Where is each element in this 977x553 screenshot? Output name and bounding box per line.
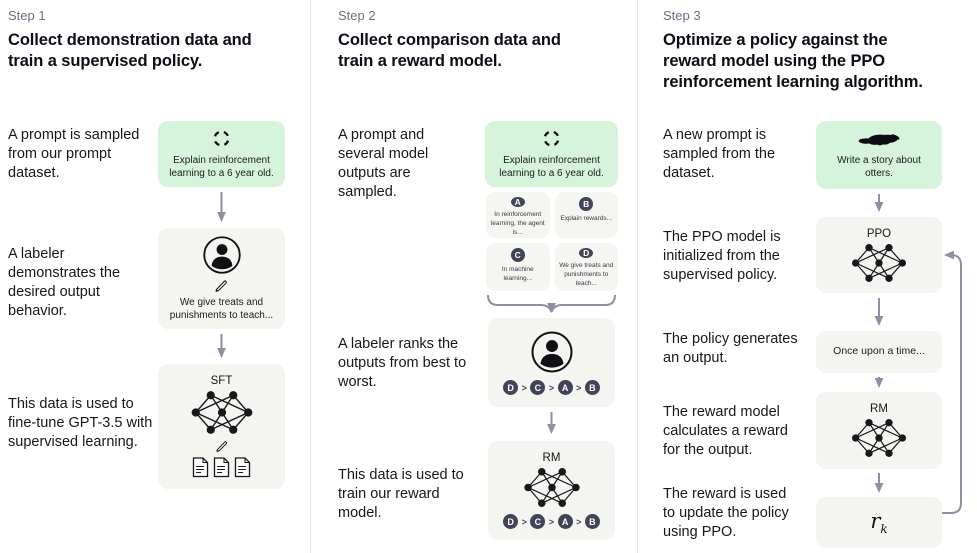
output-text: In machine learning...	[501, 266, 534, 283]
sft-label: SFT	[210, 375, 233, 387]
neural-network-icon	[852, 243, 906, 282]
step-3-rm-text: The reward model calculates a reward for…	[663, 404, 788, 458]
rm-label: RM	[870, 403, 888, 415]
output-letter-badge: C	[510, 248, 525, 262]
step-2-prompt-text: A prompt and several model outputs are s…	[338, 127, 429, 200]
otter-icon	[858, 134, 900, 146]
step-1-prompt-text: A prompt is sampled from our prompt data…	[8, 127, 140, 181]
ranking-row: D > C > A > B	[503, 380, 600, 395]
step-3-ppo-text: The PPO model is initialized from the su…	[663, 229, 781, 283]
step-3-reward-text: The reward is used to update the policy …	[663, 486, 789, 540]
output-text: We give treats and punishments to teach.…	[559, 262, 614, 288]
sft-model-box: SFT	[158, 364, 285, 489]
rank-badge: C	[530, 514, 546, 529]
rank-badge: C	[530, 380, 546, 395]
step-2-label: Step 2	[338, 8, 376, 23]
rank-separator: >	[521, 516, 527, 527]
prompt-sample-caption: Explain reinforcement learning to a 6 ye…	[169, 155, 274, 179]
prompt-sample-caption: Write a story about otters.	[837, 155, 921, 179]
step-2-rank-text: A labeler ranks the outputs from best to…	[338, 336, 467, 390]
rank-badge: D	[503, 514, 519, 529]
neural-network-icon	[523, 468, 580, 507]
ranking-row: D > C > A > B	[503, 514, 600, 529]
loop-arrow-icon	[942, 250, 962, 514]
step-1-label: Step 1	[8, 8, 46, 23]
step-3-title: Optimize a policy against the reward mod…	[663, 31, 923, 92]
model-outputs-grid: A In reinforcement learning, the agent i…	[486, 192, 618, 291]
output-letter-badge: B	[579, 197, 594, 211]
pencil-icon	[215, 280, 227, 292]
rank-badge: B	[584, 380, 600, 395]
step-1-labeler-text: A labeler demonstrates the desired outpu…	[8, 246, 121, 319]
step-3-output-text: The policy generates an output.	[663, 331, 798, 366]
cycle-icon	[543, 130, 560, 147]
rank-separator: >	[576, 382, 582, 393]
rm-label: RM	[542, 452, 561, 464]
neural-network-icon	[852, 419, 906, 457]
output-c-card: C In machine learning...	[486, 243, 550, 291]
column-divider-1	[310, 0, 311, 553]
ppo-model-box: PPO	[816, 217, 942, 293]
cycle-icon	[213, 130, 230, 147]
output-text: In reinforcement learning, the agent is.…	[490, 211, 545, 237]
labeler-rank-box: D > C > A > B	[488, 318, 615, 407]
reward-symbol: rk	[870, 509, 887, 536]
neural-network-icon	[191, 391, 252, 434]
prompt-sample-box: Write a story about otters.	[816, 121, 942, 189]
output-a-card: A In reinforcement learning, the agent i…	[486, 192, 550, 238]
user-icon	[530, 331, 573, 373]
reward-symbol-subscript: k	[880, 522, 888, 537]
rank-separator: >	[548, 516, 555, 527]
policy-output-caption: Once upon a time...	[833, 345, 925, 358]
output-d-card: D We give treats and punishments to teac…	[554, 243, 618, 291]
step-3-prompt-text: A new prompt is sampled from the dataset…	[663, 127, 776, 181]
step-2-title: Collect comparison data and train a rewa…	[338, 31, 561, 71]
rank-badge: A	[557, 514, 573, 529]
reward-symbol-base: r	[870, 508, 881, 533]
reward-value-box: rk	[816, 497, 942, 548]
rank-separator: >	[521, 382, 527, 393]
ppo-label: PPO	[866, 227, 892, 240]
policy-output-box: Once upon a time...	[816, 331, 942, 373]
column-divider-2	[637, 0, 638, 553]
prompt-sample-caption: Explain reinforcement learning to a 6 ye…	[499, 155, 604, 179]
documents-icon	[192, 457, 250, 478]
pencil-icon	[215, 441, 227, 452]
prompt-sample-box: Explain reinforcement learning to a 6 ye…	[158, 121, 285, 187]
rank-badge: D	[503, 380, 519, 395]
step-2-model-text: This data is used to train our reward mo…	[338, 467, 464, 521]
output-letter-badge: A	[510, 197, 525, 207]
labeler-demo-caption: We give treats and punishments to teach.…	[169, 297, 274, 321]
reward-model-box: RM D > C > A > B	[488, 441, 615, 540]
step-3-label: Step 3	[663, 8, 701, 23]
reward-model-box: RM	[816, 392, 942, 469]
output-b-card: B Explain rewards...	[554, 192, 618, 238]
prompt-sample-box: Explain reinforcement learning to a 6 ye…	[485, 121, 618, 187]
merge-brace-icon	[487, 294, 616, 313]
step-1-title: Collect demonstration data and train a s…	[8, 31, 252, 71]
labeler-demo-box: We give treats and punishments to teach.…	[158, 228, 285, 329]
rank-badge: A	[557, 380, 573, 395]
output-letter-badge: D	[579, 248, 594, 258]
user-icon	[202, 236, 241, 274]
rank-badge: B	[584, 514, 600, 529]
output-text: Explain rewards...	[560, 215, 613, 222]
step-1-model-text: This data is used to fine-tune GPT-3.5 w…	[8, 396, 153, 450]
rank-separator: >	[548, 382, 555, 393]
rank-separator: >	[576, 516, 582, 527]
